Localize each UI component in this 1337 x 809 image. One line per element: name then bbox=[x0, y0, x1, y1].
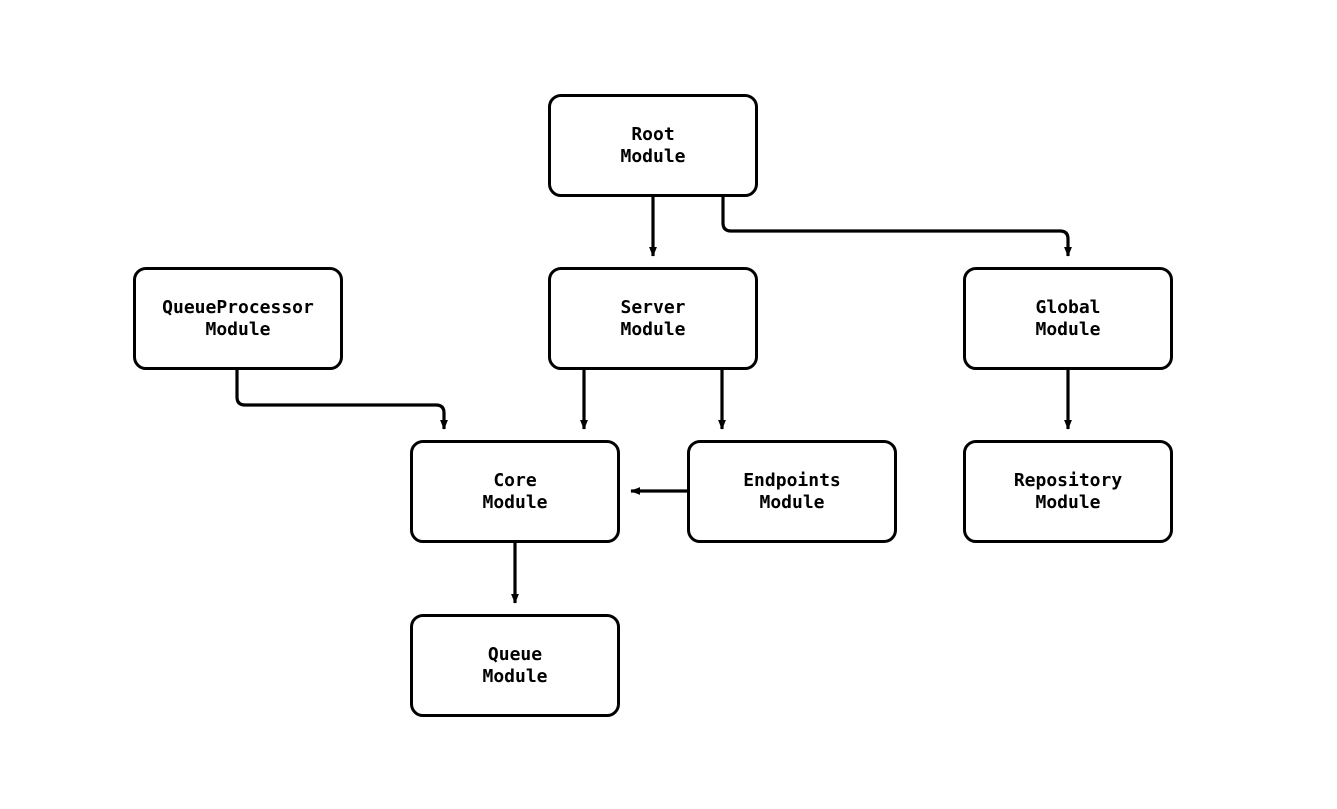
node-repository-module-label-line1: Repository bbox=[1013, 469, 1123, 491]
node-endpoints-module-label-line1: Endpoints bbox=[743, 469, 841, 491]
node-global-module[interactable]: Global Module bbox=[963, 267, 1173, 370]
node-queue-module-label-line1: Queue bbox=[487, 643, 543, 665]
node-queueprocessor-module[interactable]: QueueProcessor Module bbox=[133, 267, 343, 370]
node-repository-module-label-line2: Module bbox=[1035, 491, 1101, 513]
node-core-module-label-line2: Module bbox=[482, 491, 548, 513]
node-queue-module[interactable]: Queue Module bbox=[410, 614, 620, 717]
node-core-module[interactable]: Core Module bbox=[410, 440, 620, 543]
node-server-module-label-line1: Server bbox=[620, 296, 686, 318]
node-server-module[interactable]: Server Module bbox=[548, 267, 758, 370]
node-core-module-label-line1: Core bbox=[493, 469, 537, 491]
node-global-module-label-line1: Global bbox=[1035, 296, 1101, 318]
edge-queueprocessor-to-core bbox=[235, 370, 448, 430]
node-server-module-label-line2: Module bbox=[620, 318, 686, 340]
node-global-module-label-line2: Module bbox=[1035, 318, 1101, 340]
node-endpoints-module[interactable]: Endpoints Module bbox=[687, 440, 897, 543]
node-root-module-label-line1: Root bbox=[631, 123, 675, 145]
node-root-module[interactable]: Root Module bbox=[548, 94, 758, 197]
node-queue-module-label-line2: Module bbox=[482, 665, 548, 687]
node-queueprocessor-module-label-line2: Module bbox=[205, 318, 271, 340]
node-endpoints-module-label-line2: Module bbox=[759, 491, 825, 513]
edge-root-to-global bbox=[721, 197, 1072, 257]
node-root-module-label-line2: Module bbox=[620, 145, 686, 167]
node-queueprocessor-module-label-line1: QueueProcessor bbox=[162, 296, 314, 318]
node-repository-module[interactable]: Repository Module bbox=[963, 440, 1173, 543]
